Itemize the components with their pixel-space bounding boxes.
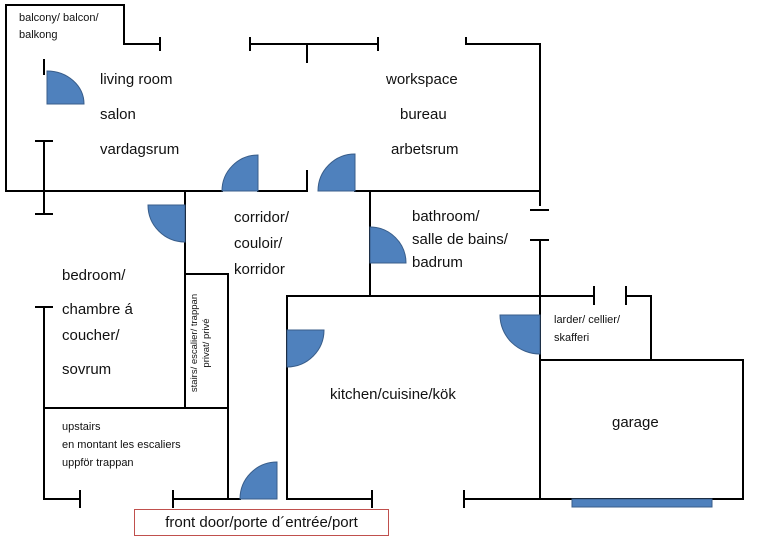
corridor-label-fr: couloir/ — [234, 235, 283, 252]
door-workspace-icon — [317, 153, 356, 192]
living-room-left-wall — [5, 4, 45, 192]
bedroom-label-sv: sovrum — [62, 361, 112, 378]
balcony-wall — [5, 4, 125, 45]
door-kitchen-icon — [286, 329, 325, 368]
upstairs-label-fr: en montant les escaliers — [62, 439, 181, 451]
workspace-top-wall-right — [465, 37, 541, 206]
stairs-label: stairs/ escalier/ trappan privat/ privé — [189, 278, 213, 408]
workspace-label-sv: arbetsrum — [391, 141, 459, 158]
door-larder-icon — [499, 314, 541, 355]
balcony-label-line-1: balcony/ balcon/ — [19, 12, 99, 24]
upstairs-label-en: upstairs — [62, 421, 101, 433]
workspace-label-en: workspace — [386, 71, 458, 88]
stairs-label-line-2: privat/ privé — [201, 318, 212, 368]
door-living-room-icon — [46, 70, 85, 105]
bedroom-label-fr-1: chambre á — [62, 301, 133, 318]
living-room-label-en: living room — [100, 71, 173, 88]
walls — [5, 4, 744, 508]
workspace-label-fr: bureau — [400, 106, 447, 123]
door-front-icon — [239, 461, 278, 500]
door-living-corridor-icon — [221, 154, 259, 192]
living-room-label-fr: salon — [100, 106, 136, 123]
kitchen-label: kitchen/cuisine/kök — [330, 386, 456, 403]
balcony-label-line-2: balkong — [19, 29, 58, 41]
living-room-label-sv: vardagsrum — [100, 141, 180, 158]
door-bathroom-icon — [369, 226, 407, 264]
larder-label-line-2: skafferi — [554, 332, 590, 344]
bathroom-label-fr: salle de bains/ — [412, 231, 508, 248]
garage-door-icon — [571, 498, 713, 508]
bedroom-left-wall — [43, 306, 81, 500]
doors — [46, 70, 541, 500]
stairs-label-line-1: stairs/ escalier/ trappan — [189, 293, 200, 393]
larder-label-line-1: larder/ cellier/ — [554, 314, 621, 326]
upstairs-label-sv: uppför trappan — [62, 457, 134, 469]
garage-label: garage — [612, 414, 659, 431]
bedroom-label-fr-2: coucher/ — [62, 327, 120, 344]
corridor-label-en: corridor/ — [234, 209, 290, 226]
corridor-label-sv: korridor — [234, 261, 285, 278]
front-door-label: front door/porte d´entrée/port — [134, 509, 389, 536]
door-bedroom-icon — [147, 204, 186, 243]
bathroom-label-en: bathroom/ — [412, 208, 480, 225]
bedroom-label-en: bedroom/ — [62, 267, 126, 284]
bathroom-label-sv: badrum — [412, 254, 463, 271]
